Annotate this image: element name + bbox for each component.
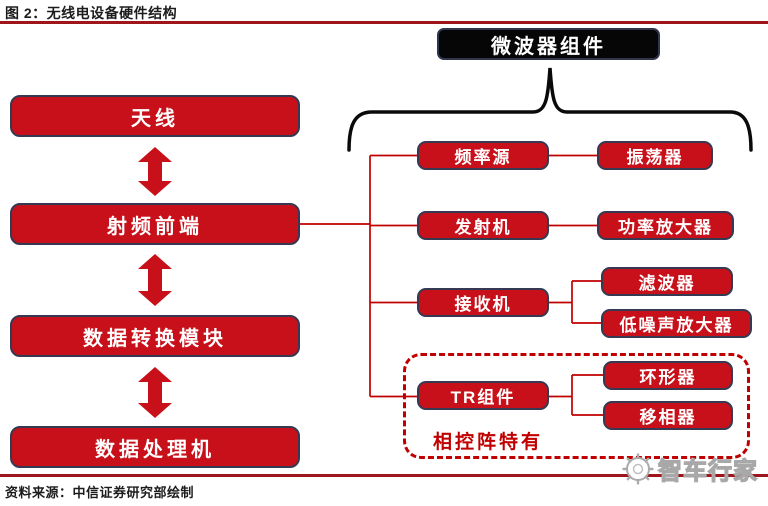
node-oscillator: 振荡器 [597,141,713,170]
phased-array-group [403,353,750,459]
node-frequency-source: 频率源 [417,141,549,170]
node-phase-shifter: 移相器 [603,401,733,430]
source-text: 资料来源：中信证券研究部绘制 [5,485,195,500]
node-lna: 低噪声放大器 [601,309,752,338]
figure-title: 图 2：无线电设备硬件结构 [5,5,178,21]
double-arrow-icon [138,367,172,418]
node-data-processor: 数据处理机 [10,426,300,468]
node-receiver: 接收机 [417,288,549,317]
node-data-conversion: 数据转换模块 [10,315,300,357]
gear-icon [622,453,654,485]
node-rf-frontend: 射频前端 [10,203,300,245]
watermark: 智车行家 [620,450,758,486]
node-transmitter: 发射机 [417,211,549,240]
flow-arrows [138,147,172,418]
microwave-components-box: 微波器组件 [437,28,660,60]
brace [347,67,753,152]
phased-array-note: 相控阵特有 [433,432,544,453]
node-antenna: 天线 [10,95,300,137]
watermark-label: 智车行家 [657,457,758,485]
node-power-amplifier: 功率放大器 [597,211,734,240]
node-filter: 滤波器 [601,267,733,296]
node-tr-module: TR组件 [417,381,549,410]
double-arrow-icon [138,147,172,196]
node-circulator: 环形器 [603,361,733,390]
title-divider [0,21,768,24]
double-arrow-icon [138,254,172,306]
footer-divider [0,474,768,477]
